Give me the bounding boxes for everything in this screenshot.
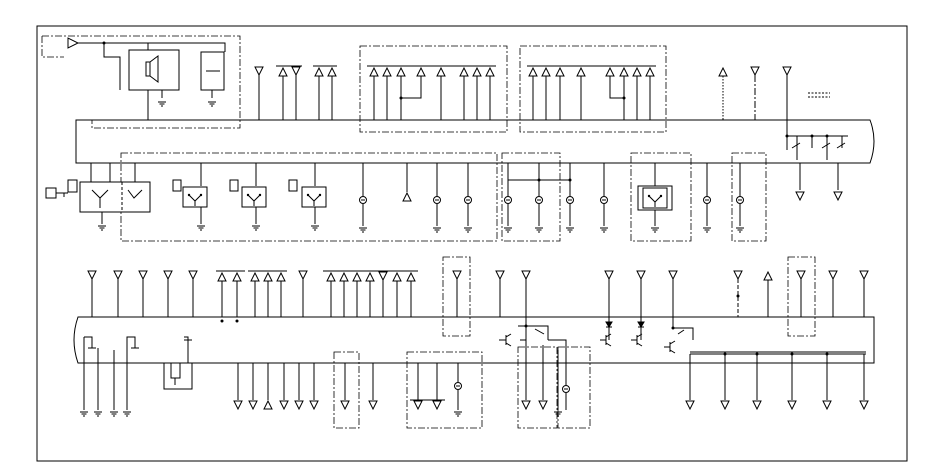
speaker-module bbox=[128, 49, 180, 120]
upper-harness bbox=[41, 35, 875, 242]
switch-modules bbox=[79, 163, 327, 231]
fuse-module bbox=[200, 51, 225, 107]
speaker-icon bbox=[145, 61, 151, 77]
diode-icon bbox=[605, 321, 613, 328]
upper-terminal-group-2 bbox=[519, 45, 667, 133]
diode-icon bbox=[637, 321, 645, 328]
page-frame bbox=[36, 25, 908, 462]
lower-harness bbox=[73, 256, 875, 429]
upper-terminal-group-1 bbox=[359, 45, 508, 133]
relay-contact-icon bbox=[785, 134, 848, 201]
transistor-stages bbox=[499, 294, 866, 355]
upper-top-terminals bbox=[254, 65, 337, 120]
lower-top-terminals bbox=[87, 256, 869, 340]
lower-bottom-terminals bbox=[233, 339, 869, 429]
terminal-arrow-icon bbox=[67, 37, 80, 49]
key-icon bbox=[45, 179, 78, 199]
lamp-icon bbox=[358, 163, 745, 233]
switch-module-right bbox=[637, 163, 673, 233]
switch-pack bbox=[79, 336, 193, 417]
transistor-icon bbox=[499, 333, 676, 354]
